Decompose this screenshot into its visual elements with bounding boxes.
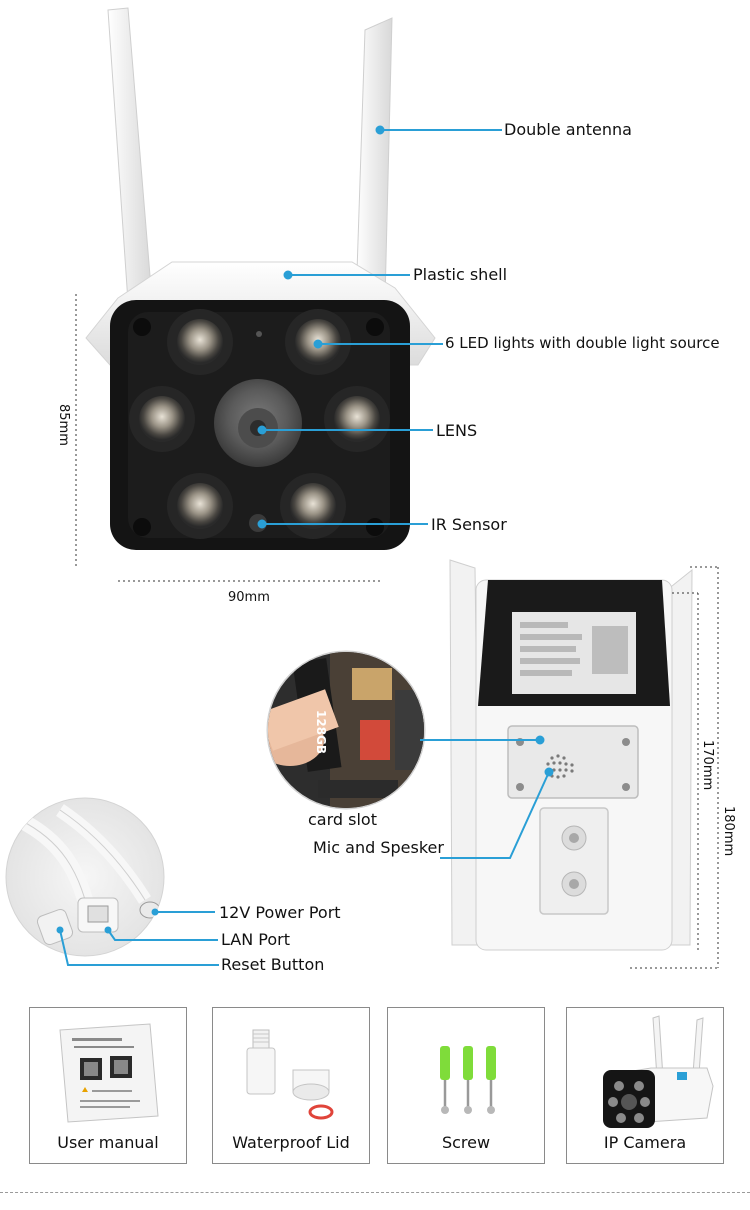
waterproof-lid-icon bbox=[246, 1029, 334, 1120]
accessory-label: Waterproof Lid bbox=[232, 1133, 350, 1152]
bottom-divider bbox=[0, 1192, 750, 1193]
accessory-label: IP Camera bbox=[603, 1133, 687, 1152]
ip-camera-icon bbox=[603, 1015, 714, 1128]
dim-width-front: 90mm bbox=[228, 590, 270, 605]
callout-mic-speaker: Mic and Spesker bbox=[313, 838, 444, 857]
sd-card-label: 128GB bbox=[314, 710, 328, 754]
lens-icon bbox=[214, 379, 302, 467]
dim-height-total: 180mm bbox=[721, 806, 736, 857]
callout-card-slot: card slot bbox=[308, 810, 377, 829]
callout-lan-port: LAN Port bbox=[221, 930, 290, 949]
card-slot-closeup: 128GB bbox=[266, 650, 426, 810]
rear-camera bbox=[449, 559, 693, 951]
callout-lens: LENS bbox=[436, 421, 478, 440]
screw-icon bbox=[440, 1046, 496, 1114]
callout-led-lights: 6 LED lights with double light source bbox=[445, 334, 720, 352]
callout-ir-sensor: IR Sensor bbox=[431, 515, 507, 534]
accessory-user-manual: User manual bbox=[29, 1007, 187, 1164]
camera-diagram: 128GB bbox=[5, 7, 719, 969]
callout-plastic-shell: Plastic shell bbox=[413, 265, 508, 284]
accessory-label: Screw bbox=[441, 1133, 491, 1152]
cable-closeup bbox=[5, 797, 165, 957]
speaker-grille-icon bbox=[546, 754, 574, 779]
front-camera bbox=[85, 7, 436, 550]
callout-power-port: 12V Power Port bbox=[219, 903, 341, 922]
dim-height-body: 170mm bbox=[700, 740, 715, 791]
accessory-label: User manual bbox=[57, 1133, 159, 1152]
callout-double-antenna: Double antenna bbox=[504, 120, 632, 139]
manual-icon bbox=[59, 1023, 159, 1123]
callout-reset-button: Reset Button bbox=[221, 955, 325, 974]
accessory-waterproof-lid: Waterproof Lid bbox=[212, 1007, 370, 1164]
led-light-icon bbox=[129, 309, 390, 539]
dim-height-front: 85mm bbox=[56, 404, 71, 446]
accessory-screw: Screw bbox=[387, 1007, 545, 1164]
accessory-ip-camera: IP Camera bbox=[566, 1007, 724, 1164]
